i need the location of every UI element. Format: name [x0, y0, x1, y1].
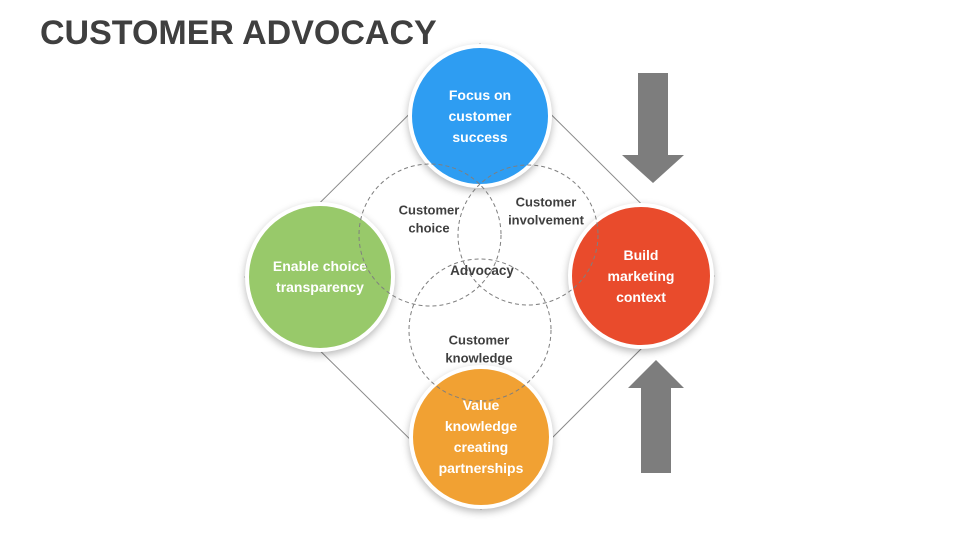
node-build-marketing-context: Build marketing context	[568, 203, 714, 349]
venn-label-advocacy: Advocacy	[450, 262, 514, 278]
node-value-knowledge-partnerships: Value knowledge creating partnerships	[409, 365, 553, 509]
node-focus-customer-success-label: Focus on customer success	[448, 86, 512, 145]
node-build-marketing-context-label: Build marketing context	[607, 246, 675, 305]
node-enable-choice-transparency: Enable choice transparency	[245, 202, 395, 352]
venn-label-customer-knowledge: Customer knowledge	[445, 332, 513, 365]
node-value-knowledge-partnerships-label: Value knowledge creating partnerships	[438, 397, 524, 476]
venn-label-customer-involvement: Customer involvement	[508, 194, 584, 227]
arrow-up-icon	[628, 360, 684, 473]
venn-label-customer-choice: Customer choice	[398, 202, 460, 235]
page-title: CUSTOMER ADVOCACY	[40, 14, 437, 52]
node-focus-customer-success: Focus on customer success	[408, 44, 552, 188]
arrow-down-icon	[622, 73, 684, 183]
node-enable-choice-transparency-label: Enable choice transparency	[272, 258, 368, 295]
